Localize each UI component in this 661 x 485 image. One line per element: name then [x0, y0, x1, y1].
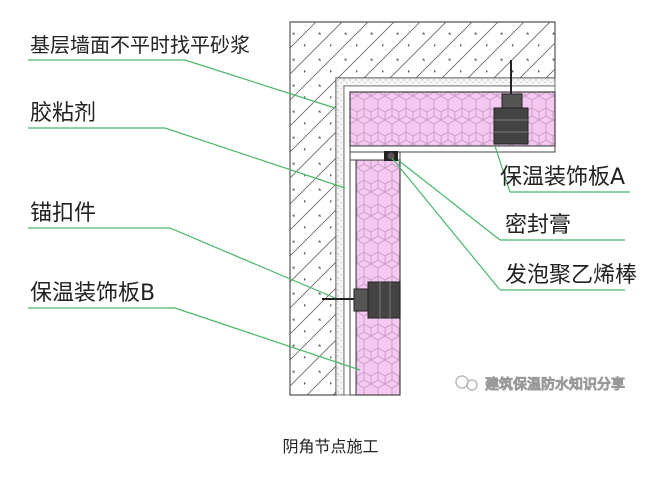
- leader-sealant: [397, 159, 625, 241]
- leader-anchor: [28, 227, 336, 299]
- label-foam-rod: 发泡聚乙烯棒: [505, 263, 637, 288]
- leader-adhesive: [28, 127, 346, 189]
- watermark: 建筑保温防水知识分享: [455, 375, 625, 393]
- anchor-left: [322, 281, 401, 319]
- panel-b: [349, 159, 401, 396]
- label-adhesive: 胶粘剂: [30, 101, 96, 126]
- label-panel-a: 保温装饰板A: [500, 165, 625, 190]
- leader-panel-b: [28, 307, 361, 371]
- figure-caption: 阴角节点施工: [282, 437, 379, 456]
- label-sealant: 密封膏: [505, 213, 571, 238]
- wechat-icon: [455, 375, 469, 389]
- label-base-mortar: 基层墙面不平时找平砂浆: [30, 33, 250, 57]
- label-anchor: 锚扣件: [30, 201, 96, 226]
- leader-foam-rod: [391, 157, 625, 291]
- anchor-top: [493, 60, 529, 145]
- leader-base-mortar: [28, 59, 336, 109]
- sealant-joint: [349, 151, 401, 161]
- leader-lines: [28, 59, 630, 371]
- label-panel-b: 保温装饰板B: [30, 281, 155, 306]
- watermark-text: 建筑保温防水知识分享: [485, 376, 625, 393]
- leader-panel-a: [494, 145, 630, 193]
